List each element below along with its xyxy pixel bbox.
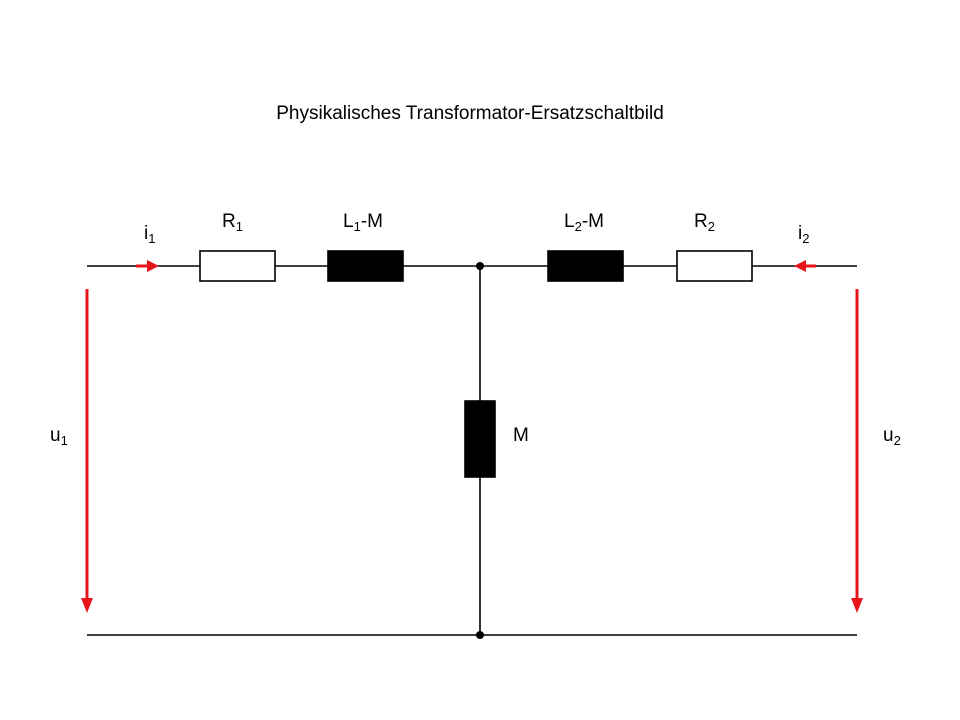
label-m: M: [513, 425, 529, 446]
label-r2: R2: [694, 211, 715, 234]
diagram-title: Physikalisches Transformator-Ersatzschal…: [276, 103, 664, 124]
label-i2: i2: [798, 223, 810, 246]
junction-top: [476, 262, 484, 270]
inductor-l2-m: [547, 250, 624, 282]
junction-bottom: [476, 631, 484, 639]
current-arrow-i2: [794, 260, 816, 272]
label-u1: u1: [50, 425, 68, 448]
label-l2-m: L2-M: [564, 211, 604, 234]
inductor-l1-m: [327, 250, 404, 282]
label-u2: u2: [883, 425, 901, 448]
voltage-arrow-u2: [851, 289, 863, 613]
label-l1-m: L1-M: [343, 211, 383, 234]
resistor-r1: [199, 250, 276, 282]
inductor-m: [464, 400, 496, 478]
current-arrow-i1: [136, 260, 159, 272]
label-r1: R1: [222, 211, 243, 234]
label-i1: i1: [144, 223, 156, 246]
resistor-r2: [676, 250, 753, 282]
voltage-arrow-u1: [81, 289, 93, 613]
